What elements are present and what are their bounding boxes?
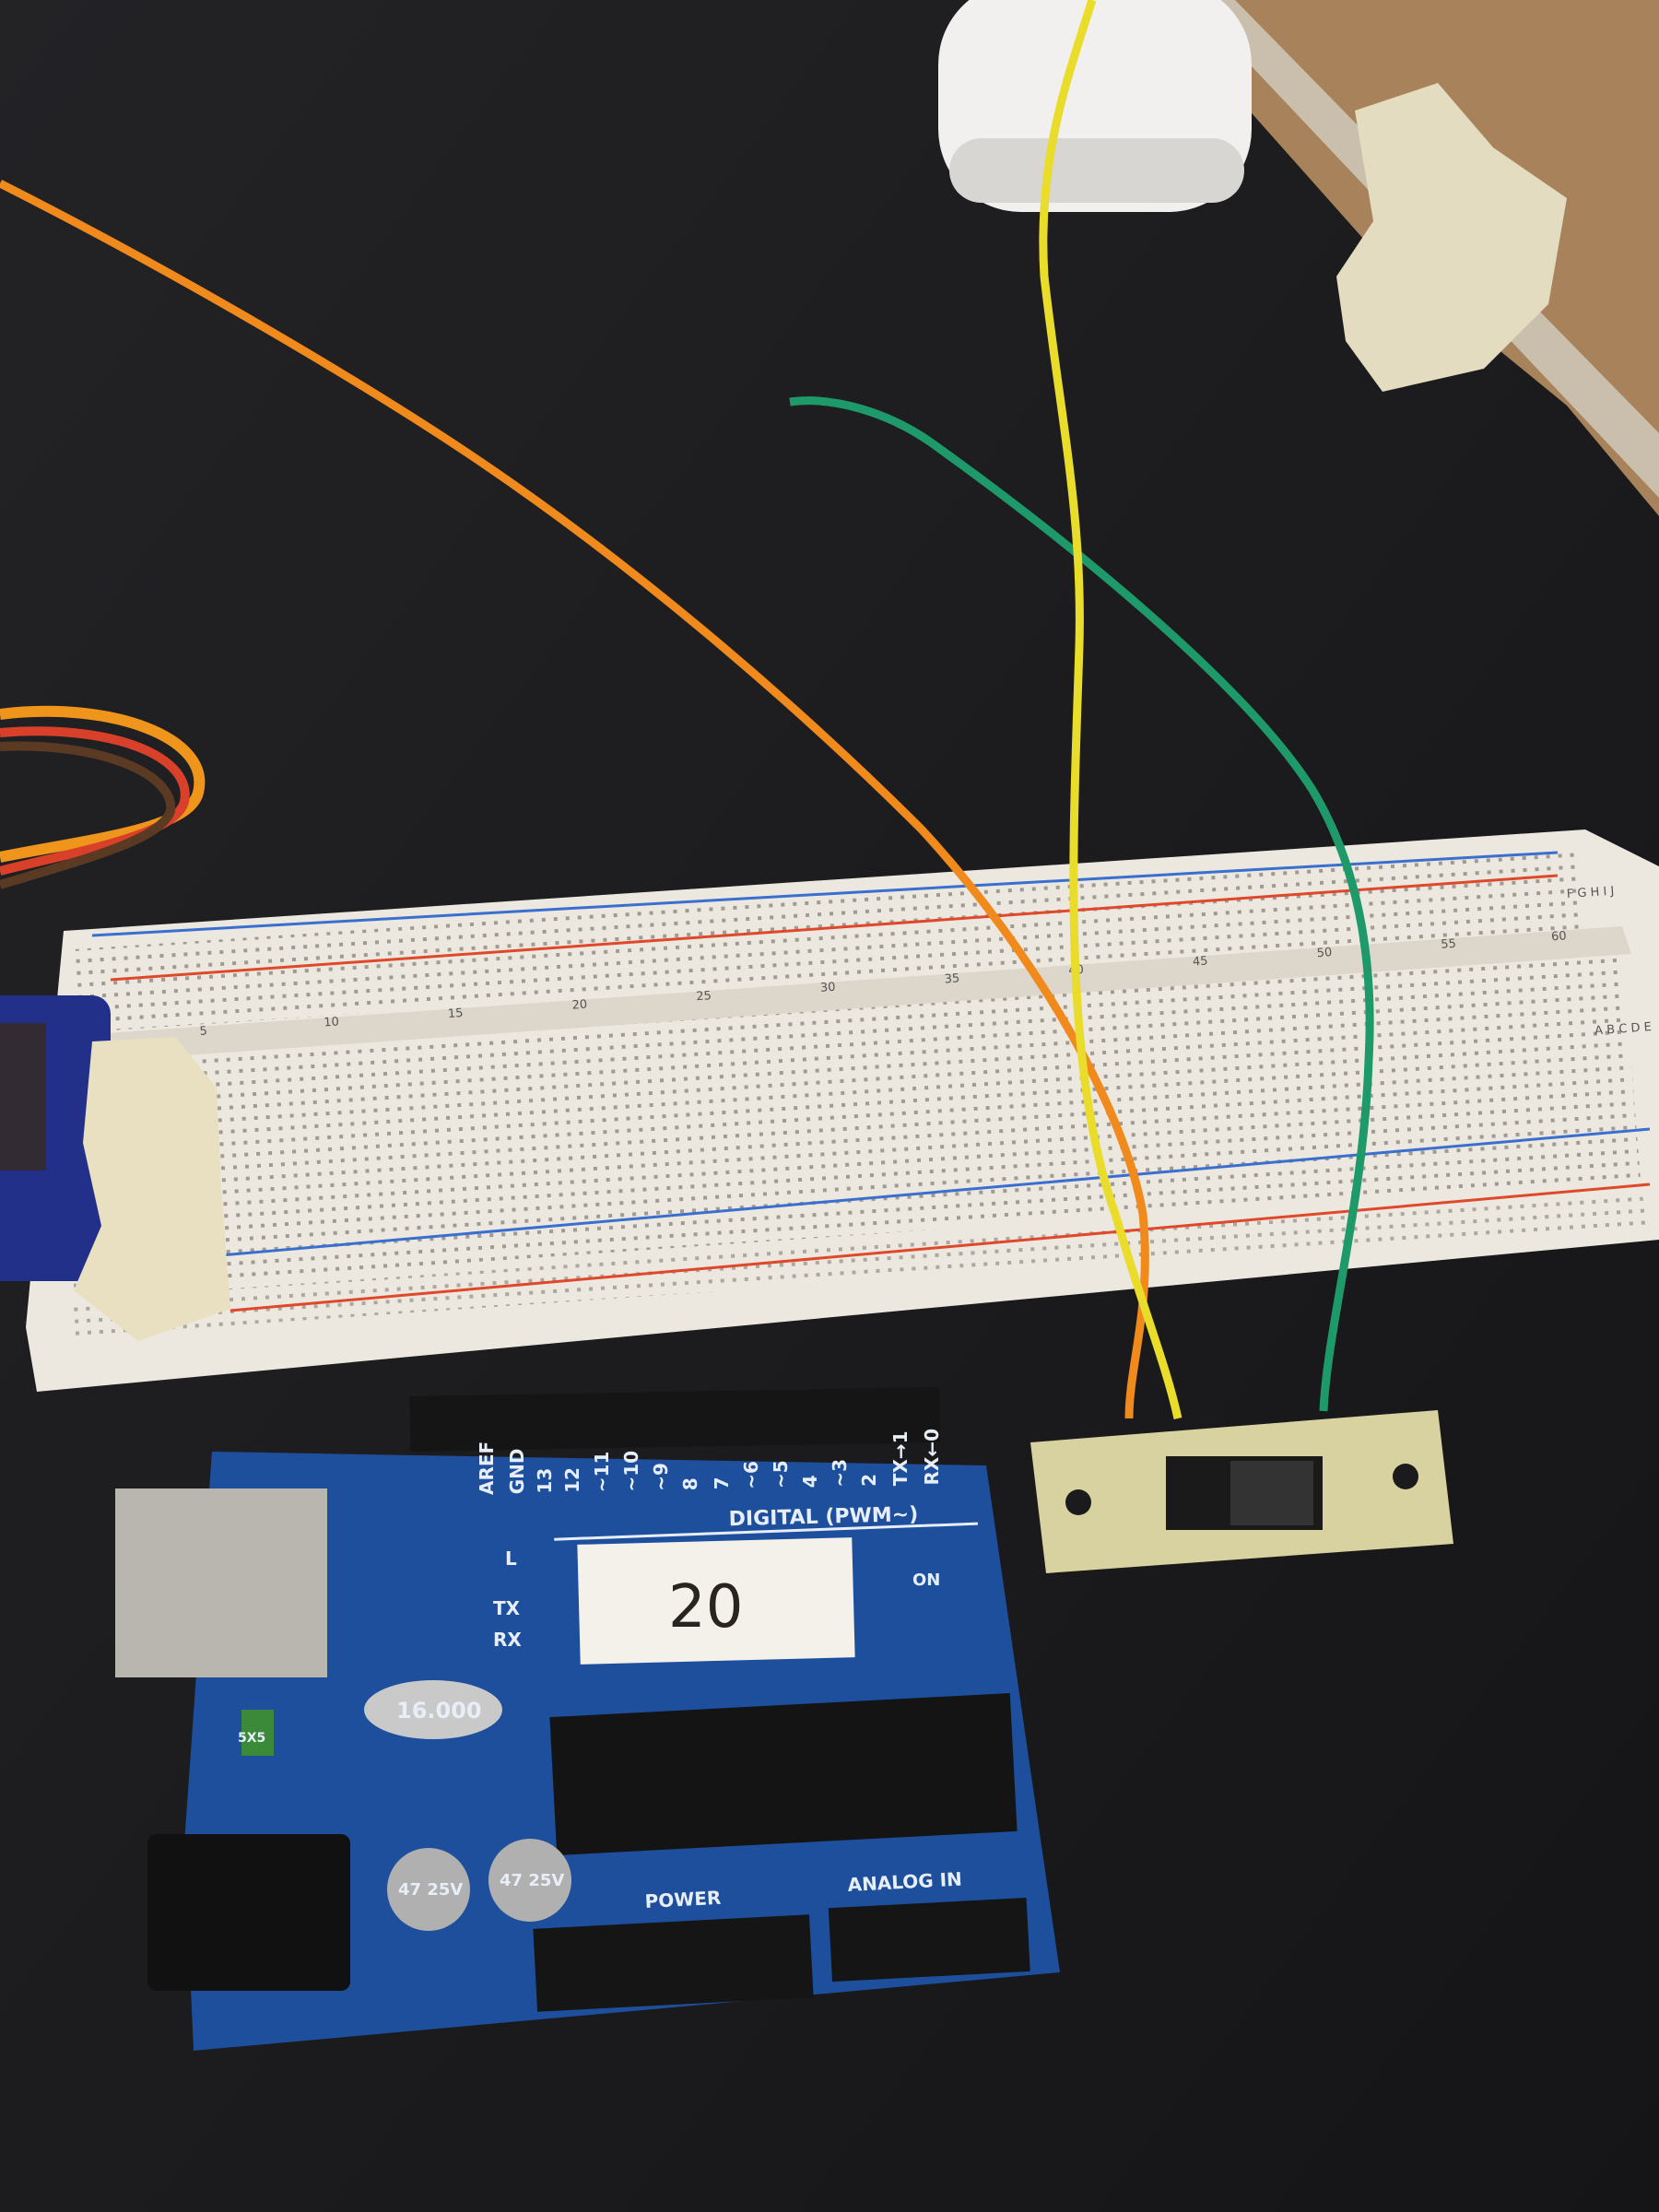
bb-column-number: 50 [1316, 946, 1333, 960]
analog-header [828, 1898, 1030, 1983]
wire-yellow [1039, 0, 1182, 1419]
bb-column-number: 45 [1193, 954, 1209, 969]
microcontroller-chip [549, 1693, 1018, 1855]
usb-port [115, 1488, 327, 1677]
bb-column-number: 20 [571, 998, 588, 1013]
bb-column-number: 60 [1551, 929, 1568, 944]
rail-red-top [110, 874, 1559, 982]
crystal-label: 16.000 [396, 1698, 482, 1724]
bb-column-number: 55 [1441, 937, 1457, 952]
servo-motor [0, 995, 111, 1281]
bb-column-number: 35 [944, 971, 960, 986]
pin-label: ~6 [740, 1461, 762, 1489]
servo-wire-orange [0, 705, 206, 863]
pin-label: 13 [534, 1468, 556, 1494]
power-jack [147, 1834, 350, 1991]
power-header [533, 1914, 814, 2012]
crystal [364, 1680, 502, 1739]
power-label: POWER [644, 1887, 722, 1912]
slide-switch [1030, 1410, 1453, 1573]
capacitor [387, 1848, 470, 1931]
arduino-uno-board: 16.000 47 25V 47 25V 5X5 DIGITAL (PWM~) … [115, 1386, 1060, 2051]
masking-tape [74, 1037, 230, 1341]
pin-label: GND [506, 1449, 528, 1495]
bb-column-number: 25 [696, 989, 712, 1004]
led-label-l: L [505, 1547, 517, 1570]
pin-label: 8 [679, 1477, 701, 1490]
crumpled-tissue [1336, 83, 1567, 392]
pin-label: RX←0 [921, 1429, 943, 1486]
led-label-rx: RX [493, 1629, 522, 1651]
rail-blue-top [91, 851, 1559, 937]
pin-label: 7 [711, 1477, 733, 1489]
wire-orange [0, 179, 1149, 1419]
pin-label: 2 [858, 1474, 880, 1487]
servo-wire-brown [0, 741, 176, 889]
breadboard: 5 10 15 20 25 30 35 40 45 50 55 60 F G H… [26, 830, 1659, 1392]
capacitor-label: 47 25V [398, 1880, 463, 1900]
pin-label: ~5 [770, 1460, 792, 1488]
wire-green [789, 396, 1374, 1412]
pin-label: AREF [476, 1441, 498, 1495]
rail-blue-bottom [220, 1127, 1651, 1257]
switch-knob[interactable] [1230, 1461, 1313, 1525]
pin-label: ~11 [591, 1452, 613, 1493]
pin-label: ~10 [620, 1451, 642, 1492]
bb-row-letters: F G H I J [1566, 885, 1614, 902]
number-sticker [577, 1537, 855, 1665]
earbuds-case-shadow [949, 138, 1244, 203]
servo-wire-red [0, 726, 190, 876]
bb-column-number: 5 [199, 1024, 207, 1039]
rail-red-bottom [229, 1182, 1651, 1312]
fuse [241, 1710, 274, 1756]
bb-column-number: 15 [447, 1006, 464, 1021]
pin-label: ~9 [650, 1463, 672, 1491]
capacitor-label: 47 25V [500, 1871, 564, 1890]
pin-label: TX→1 [889, 1430, 912, 1486]
pin-label: 12 [561, 1467, 583, 1493]
fuse-label: 5X5 [238, 1731, 265, 1746]
led-label-tx: TX [493, 1597, 521, 1619]
bb-column-number: 30 [820, 981, 837, 995]
digital-header [409, 1386, 941, 1452]
bb-row-letters: A B C D E [1594, 1020, 1653, 1038]
sticker-number: 20 [668, 1573, 743, 1641]
pin-label: 4 [799, 1475, 821, 1488]
capacitor [488, 1839, 571, 1922]
pin-label: ~3 [829, 1459, 851, 1488]
led-label-on: ON [912, 1571, 940, 1590]
bb-column-number: 10 [324, 1015, 340, 1030]
